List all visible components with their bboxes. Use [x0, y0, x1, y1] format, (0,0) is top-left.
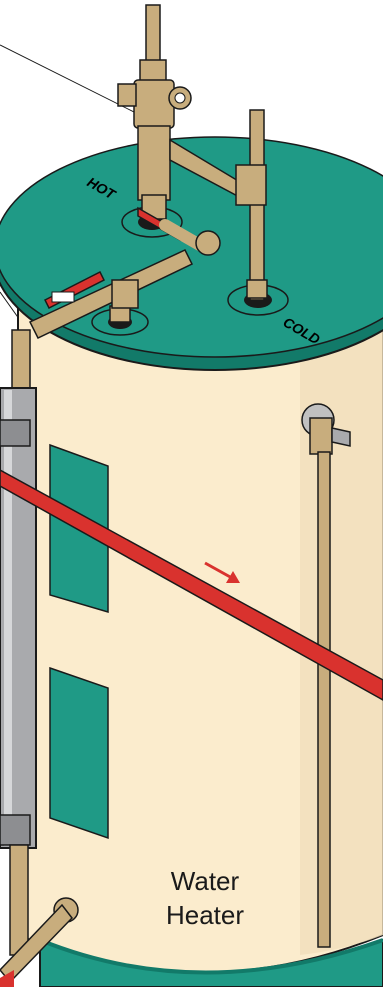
heater-label-line1: Water [171, 866, 240, 896]
heater-label-line2: Heater [166, 900, 244, 930]
valve-handle-icon [332, 428, 350, 446]
lower-panel [50, 668, 108, 838]
